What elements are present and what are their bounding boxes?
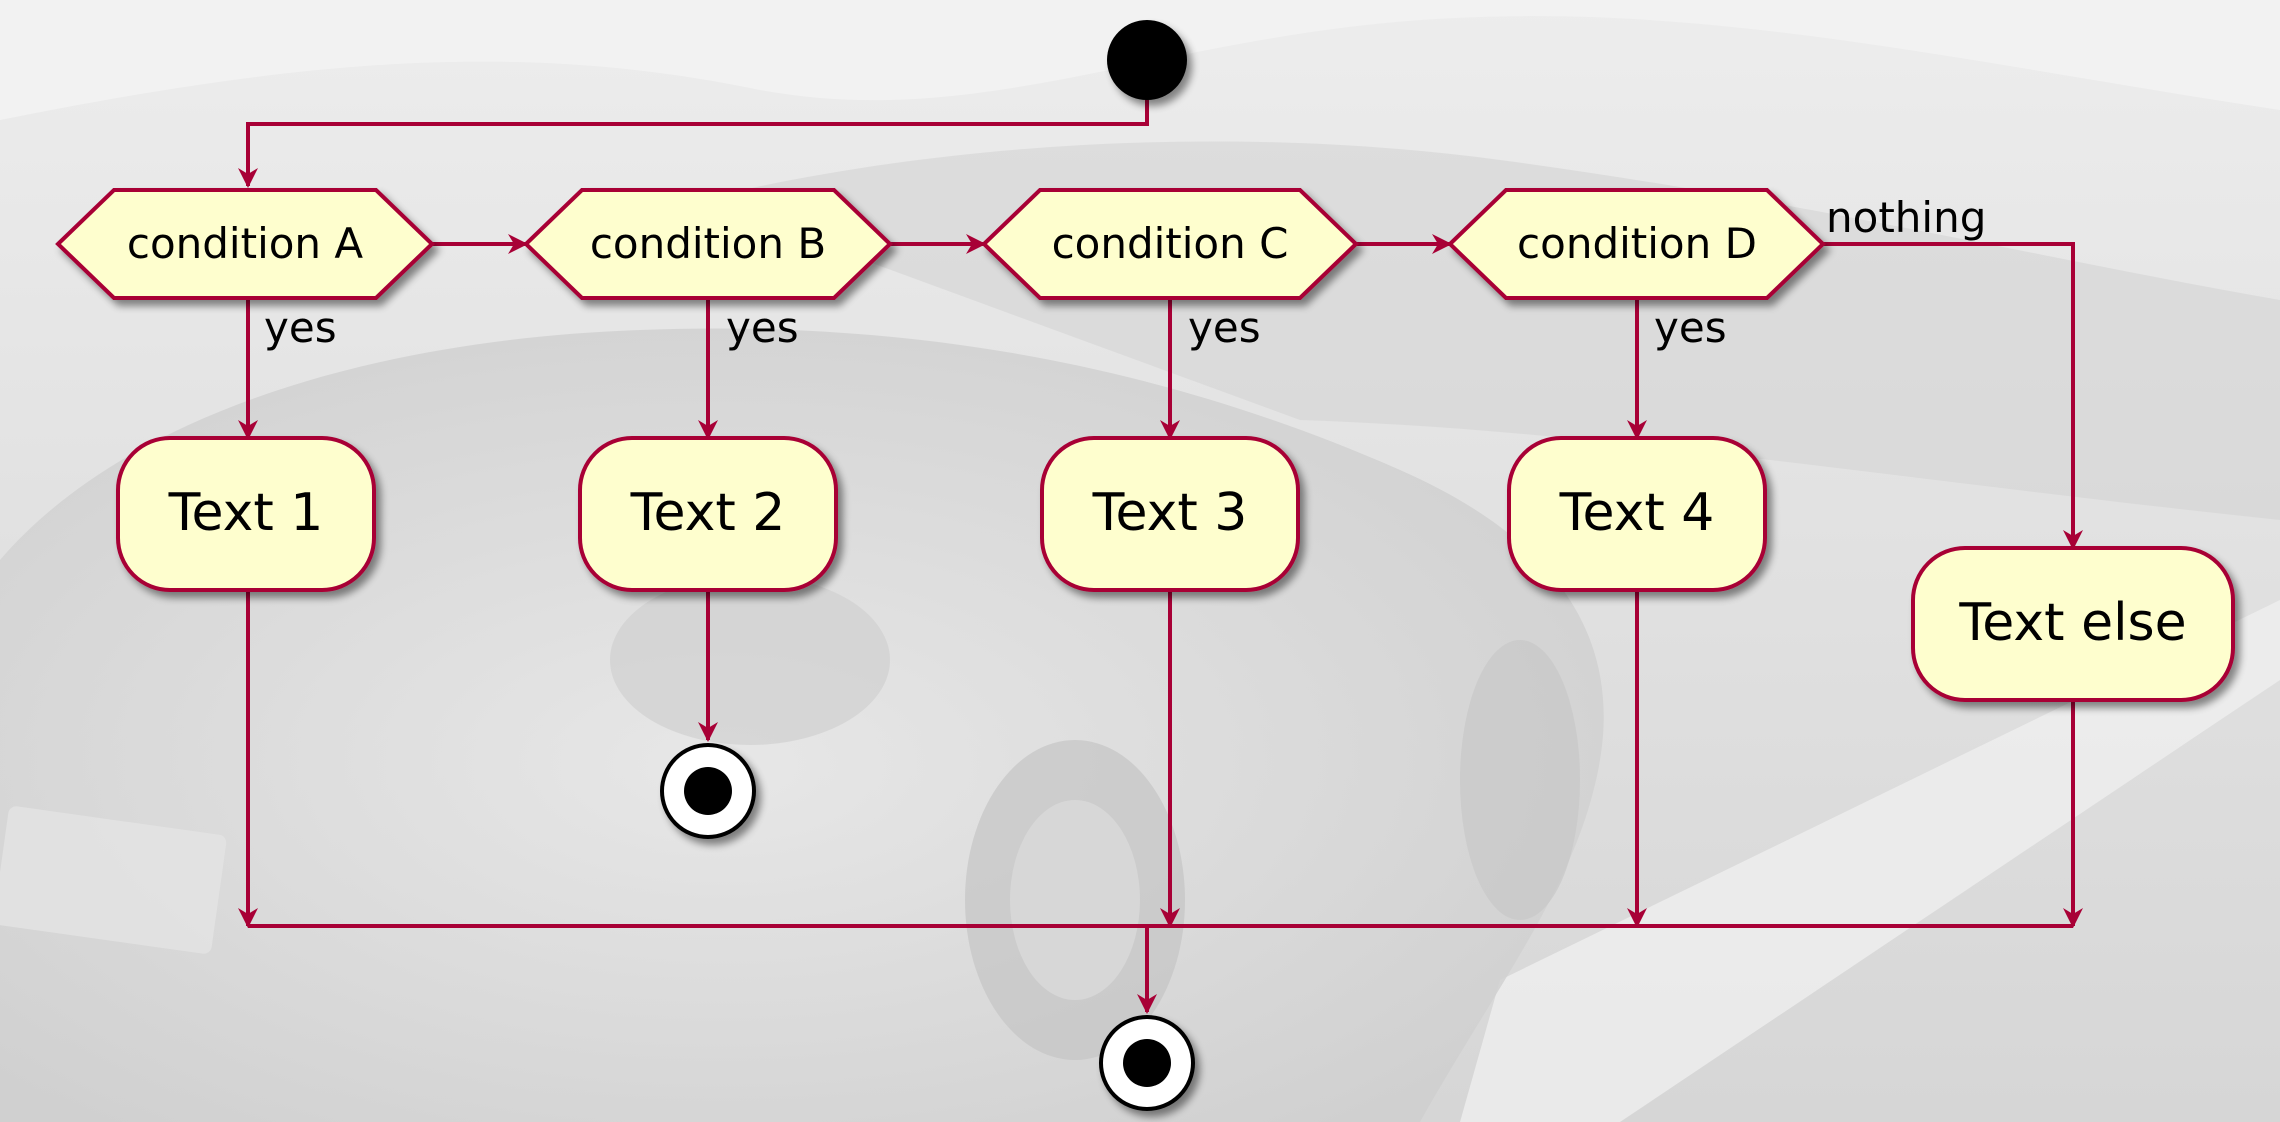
condition-d-label: condition D [1517,219,1757,268]
condition-d: condition D [1447,188,1826,300]
condition-c-label: condition C [1052,219,1289,268]
arrow-condition-d-else [1823,242,2083,550]
action-text-3-label: Text 3 [1092,483,1248,543]
action-text-4: Text 4 [1507,436,1767,592]
action-text-1-label: Text 1 [168,483,324,543]
start-node [1107,20,1187,100]
branch-label-b: yes [726,303,799,352]
condition-b: condition B [523,188,893,300]
branch-label-a: yes [264,303,337,352]
action-text-2-label: Text 2 [630,483,786,543]
action-text-3: Text 3 [1040,436,1300,592]
arrow-start-to-condition-a [238,90,1149,188]
branch-label-else: nothing [1826,193,1986,242]
action-text-else: Text else [1911,546,2235,702]
condition-a: condition A [55,188,435,300]
condition-a-label: condition A [127,219,364,268]
end-node-final [1099,1015,1195,1111]
end-node-text2 [660,743,756,839]
condition-b-label: condition B [590,219,826,268]
action-text-1: Text 1 [116,436,376,592]
condition-c: condition C [981,188,1359,300]
branch-label-c: yes [1188,303,1261,352]
action-text-2: Text 2 [578,436,838,592]
branch-label-d: yes [1654,303,1727,352]
action-text-else-label: Text else [1958,593,2186,653]
connectors [238,90,2083,1014]
action-text-4-label: Text 4 [1559,483,1715,543]
